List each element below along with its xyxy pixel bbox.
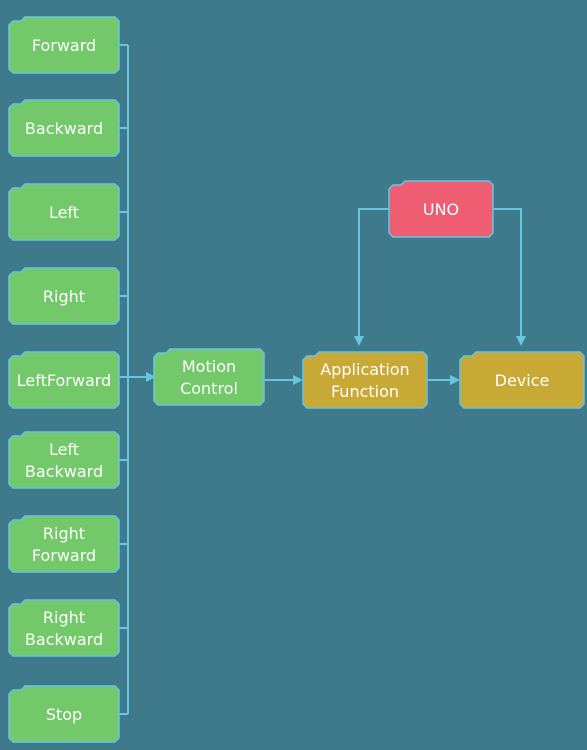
node-layer [8,16,585,743]
node-left-shape [8,183,120,241]
node-uno-shape [388,180,494,238]
node-left-forward-shape [8,351,120,409]
node-backward-shape [8,99,120,157]
node-right-forward-shape [8,515,120,573]
node-forward-shape [8,16,120,74]
edge-uno-to-device [493,208,526,346]
connector-layer [119,44,526,715]
node-right-shape [8,267,120,325]
node-left-backward-shape [8,431,120,489]
node-motion-control-shape [153,348,265,406]
edge-uno-to-application-function [354,208,389,346]
node-right-backward-shape [8,599,120,657]
node-stop-shape [8,685,120,743]
node-application-function-shape [302,351,428,409]
node-device-shape [459,351,585,409]
